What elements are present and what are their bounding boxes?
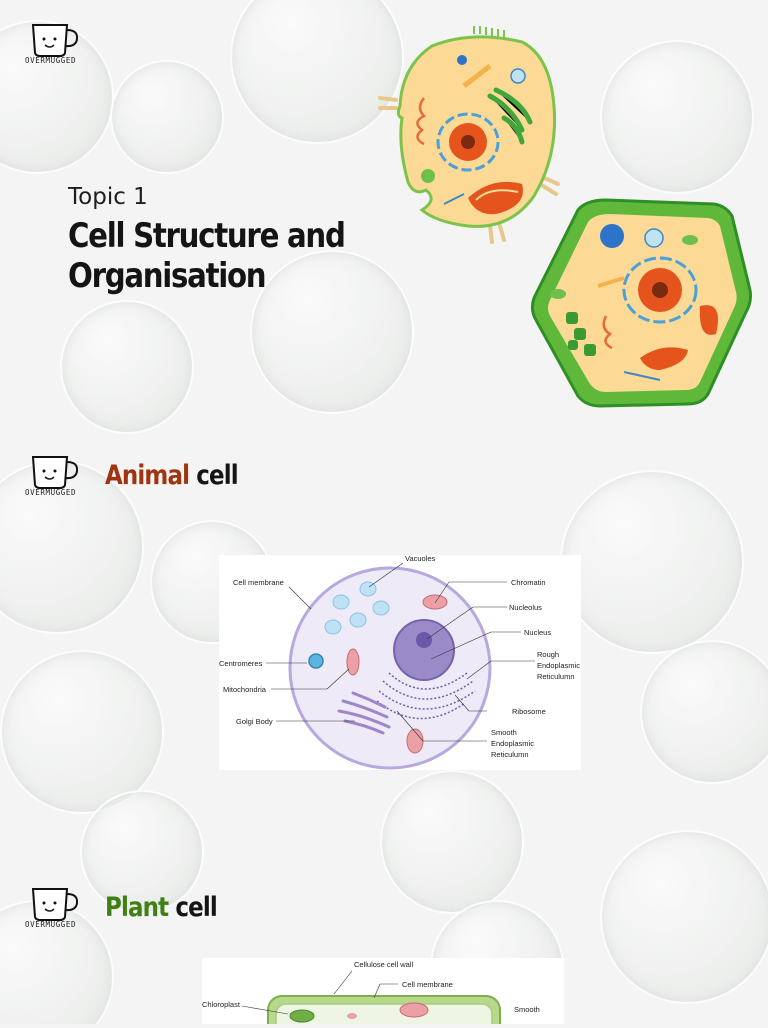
label-rough-er-3: Reticulumn (537, 672, 575, 681)
animal-cell-slide: OVERMUGGED Animal cell (0, 434, 768, 854)
label-smooth-er-1: Smooth (491, 728, 517, 737)
label-nucleolus: Nucleolus (509, 603, 542, 612)
label-nucleus: Nucleus (524, 628, 551, 637)
heading-rest: cell (168, 892, 217, 923)
title-line-1: Cell Structure and (68, 216, 346, 256)
heading-highlight: Animal (105, 460, 190, 491)
label-smooth-er-3: Reticulumn (491, 750, 529, 759)
topic-label: Topic 1 (68, 184, 148, 210)
label-cell-membrane: Cell membrane (233, 578, 284, 587)
plant-cell-illustration (530, 198, 752, 408)
title-line-2: Organisation (68, 256, 267, 296)
label-cellulose-cell-wall: Cellulose cell wall (354, 960, 414, 969)
label-cell-membrane: Cell membrane (402, 980, 453, 989)
label-golgi-body: Golgi Body (236, 717, 273, 726)
logo-text: OVERMUGGED (25, 920, 77, 929)
section-heading: Animal cell (105, 460, 239, 491)
label-chloroplast: Chloroplast (202, 1000, 241, 1009)
brand-logo: OVERMUGGED (25, 22, 89, 70)
label-vacuoles: Vacuoles (405, 555, 436, 563)
mug-icon (31, 24, 79, 57)
label-chromatin: Chromatin (511, 578, 546, 587)
label-mitochondria: Mitochondria (223, 685, 267, 694)
label-ribosome: Ribosome (512, 707, 546, 716)
logo-text: OVERMUGGED (25, 488, 77, 497)
title-slide: OVERMUGGED Topic 1 Cell Structure and Or… (0, 0, 768, 434)
brand-logo: OVERMUGGED (25, 454, 89, 502)
mug-icon (31, 888, 79, 921)
heading-highlight: Plant (105, 892, 169, 923)
animal-cell-illustration (378, 26, 560, 244)
mug-icon (31, 456, 79, 489)
plant-cell-slide: OVERMUGGED Plant cell Cellulose cell wal… (0, 854, 768, 1028)
brand-logo: OVERMUGGED (25, 886, 89, 934)
page-title: Cell Structure and Organisation (68, 216, 378, 296)
logo-text: OVERMUGGED (25, 56, 77, 65)
heading-rest: cell (189, 460, 238, 491)
label-smooth-er-2: Endoplasmic (491, 739, 534, 748)
label-smooth: Smooth (514, 1005, 540, 1014)
animal-cell-diagram: Vacuoles Cell membrane Chromatin Nucleol… (219, 554, 581, 770)
label-rough-er-1: Rough (537, 650, 559, 659)
label-centromeres: Centromeres (219, 659, 263, 668)
plant-cell-diagram: Cellulose cell wall Cell membrane Chloro… (202, 958, 564, 1028)
label-rough-er-2: Endoplasmic (537, 661, 580, 670)
section-heading: Plant cell (105, 892, 218, 923)
